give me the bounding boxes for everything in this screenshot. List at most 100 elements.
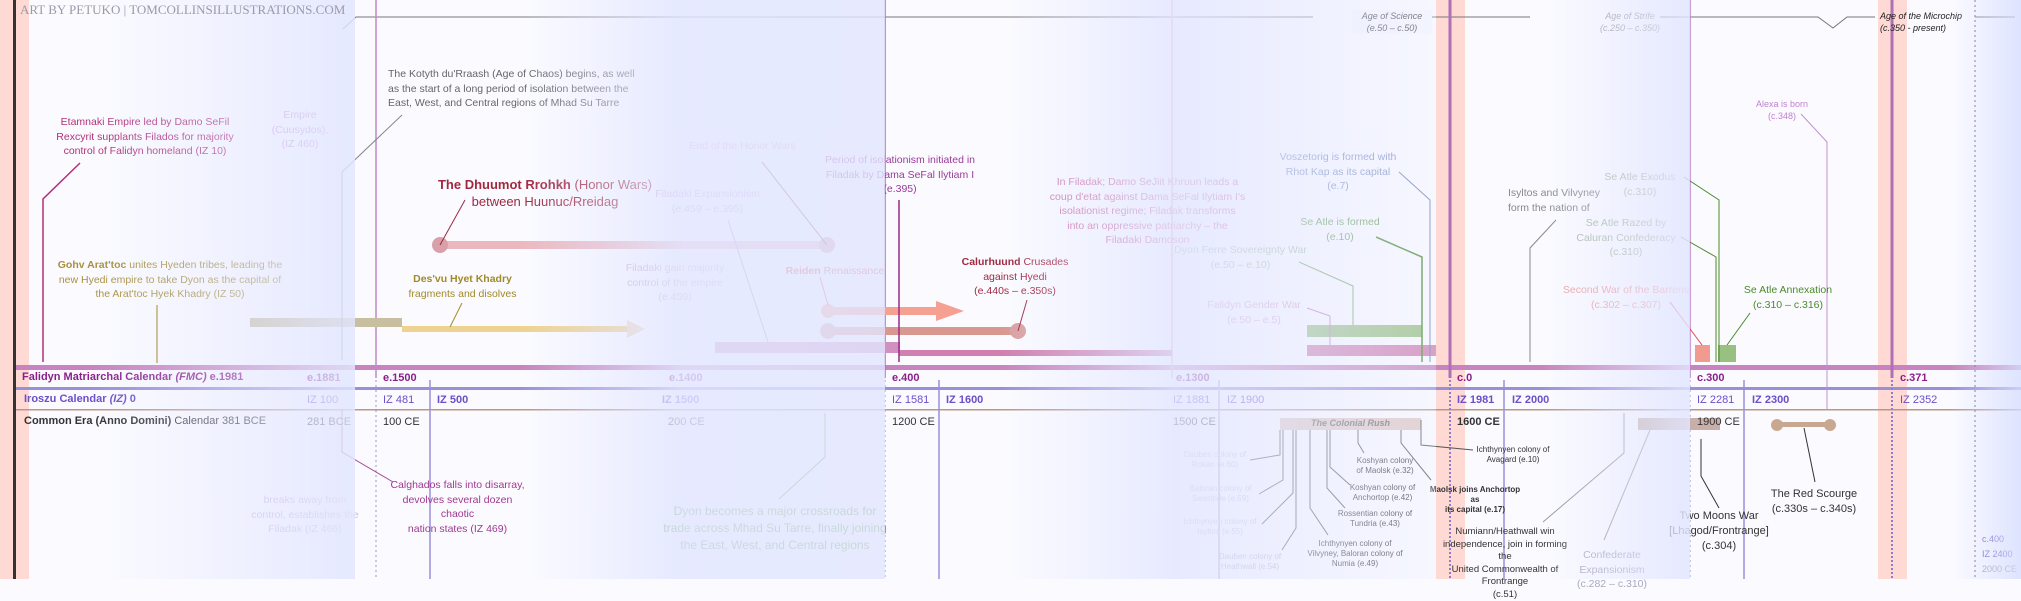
tick-iz: IZ 1500 <box>662 394 700 406</box>
gender-war-bar <box>1307 345 1436 356</box>
tick-ce: 1200 CE <box>892 416 935 428</box>
ce-line <box>16 409 2021 411</box>
dyon-ferre-bar <box>1307 325 1422 337</box>
event-dyon-crossroads: Dyon becomes a major crossroads for trad… <box>663 504 887 552</box>
fmc-abbr: (FMC) <box>175 371 207 383</box>
ce-suffix: Calendar <box>174 415 219 427</box>
leader-isyltos <box>1529 219 1557 362</box>
age-of-science: Age of Science (e.50 – c.50) <box>1352 10 1432 34</box>
event-calurhuund: Calurhuund Crusades against Hyedi (e.440… <box>960 255 1070 299</box>
event-calghados: Calghados falls into disarray, devolves … <box>390 479 525 535</box>
honor-wars-bar <box>440 241 827 249</box>
fmc-name: Falidyn Matriarchal Calendar <box>22 371 173 383</box>
leader-razed <box>1680 236 1717 362</box>
tick-fmc: e.1500 <box>383 372 417 384</box>
ce-start: 381 BCE <box>222 415 267 427</box>
filadaki-expansion-bar <box>715 342 900 353</box>
fmc-line <box>16 365 2021 370</box>
event-cuusydos: Empire (Cuusydos), (IZ 460) <box>271 109 329 150</box>
age-range: (e.50 – c.50) <box>1366 23 1418 33</box>
tick-ce: 1900 CE <box>1697 416 1740 428</box>
tick-fmc: e.1400 <box>669 372 703 384</box>
colony-rokan: Dauben colony of Rokan (e.60) <box>1183 450 1247 469</box>
red-scourge-end <box>1824 419 1836 431</box>
age-of-strife: Age of Strife (c.250 – c.350) <box>1595 10 1665 34</box>
event-colonial-rush: The Colonial Rush <box>1310 418 1390 428</box>
tick-ce: 2000 CE <box>1982 564 2018 574</box>
event-name: Calurhuund <box>961 256 1021 268</box>
event-filadaki-gain: Filadaki gain majority control of the em… <box>625 262 725 303</box>
tick-ce: 200 CE <box>668 416 705 428</box>
age-name: Age of the Microchip <box>1880 11 1963 21</box>
tick-fmc: c.0 <box>1457 372 1473 384</box>
leader-annexation <box>1726 312 1751 346</box>
event-text: Renaissance <box>820 265 885 277</box>
colony-isyltos: Ichthynyen colony of Isyltos (e.55) <box>1183 517 1257 536</box>
tick-iz: IZ 1581 <box>892 394 930 406</box>
tick-iz: IZ 2281 <box>1697 394 1735 406</box>
colony-anchortop: Koshyan colony of Anchortop (e.42) <box>1349 483 1416 502</box>
leader-reiden <box>819 276 829 306</box>
event-etamnaki: Etamnaki Empire led by Damo SeFil Rexcyr… <box>56 116 234 157</box>
ce-calendar-label: Common Era (Anno Domini) Calendar 381 BC… <box>24 415 266 427</box>
colony-vilvyney-numia: Ichthynyen colony of Vilvyney, Baloran c… <box>1307 539 1403 568</box>
event-end-honor-wars: End of the Honor Wars <box>689 140 796 152</box>
age-range: (c.250 – c.350) <box>1599 23 1661 33</box>
tick-iz: IZ 500 <box>437 394 469 406</box>
annexation-bar <box>1718 345 1736 362</box>
tick-iz: IZ 2000 <box>1512 394 1550 406</box>
filadaki-isolation-bar <box>899 350 1172 356</box>
tick-iz: IZ 2352 <box>1900 394 1938 406</box>
event-alexa-born: Alexa is born (c.348) <box>1755 99 1809 121</box>
red-scourge-start <box>1771 419 1783 431</box>
iz-line <box>16 387 2021 390</box>
event-isolationism: Period of isolationism initiated in Fila… <box>825 154 975 195</box>
event-isyltos-vilvyney: Isyltos and Vilvyney form the nation of <box>1508 187 1601 214</box>
age-range: (c.350 - present) <box>1880 23 1947 33</box>
leader-numiann <box>1542 413 1625 523</box>
leader-red-scourge <box>1803 427 1816 483</box>
tick-fmc: c.400 <box>1982 534 2005 544</box>
event-text: fragments and disolves <box>408 287 517 300</box>
colony-avagard: Ichthynyen colony of Avagard (e.10) <box>1476 445 1550 464</box>
fmc-calendar-label: Falidyn Matriarchal Calendar (FMC) e.198… <box>22 371 243 383</box>
desvu-arrow <box>627 320 645 338</box>
event-name: The Dhuumot Rrohkh <box>437 177 571 192</box>
colony-tundria: Rossentian colony of Tundria (e.43) <box>1337 509 1413 528</box>
leader-desvu <box>449 302 463 328</box>
leader-dhuumot <box>439 199 466 246</box>
event-coup: In Filadak; Damo SeJiit Khruun leads a c… <box>1049 176 1246 246</box>
tick-iz: IZ 481 <box>383 394 415 406</box>
event-gender-war: Falidyn Gender War (e.50 – e.5) <box>1207 299 1301 326</box>
tick-ce: 1600 CE <box>1457 416 1500 428</box>
red-scourge-bar <box>1777 422 1830 427</box>
leader-exodus <box>1683 176 1720 362</box>
age-name: Age of Science <box>1361 11 1423 21</box>
event-dyon-ferre: Dyon Ferre Sovereignty War (e.50 – e.10) <box>1174 244 1307 271</box>
event-second-war-barrens: Second War of the Barrens (c.302 – c.307… <box>1562 284 1690 311</box>
tick-fmc: c.371 <box>1900 372 1928 384</box>
reiden-arrow <box>936 301 964 321</box>
age-name: Age of Strife <box>1605 11 1655 21</box>
event-filadaki-expansionism: Filadaki Expansionism (e.459 – e.395) <box>655 188 760 215</box>
event-voszetorig: Voszetorig is formed with Rhot Kap as it… <box>1279 151 1397 192</box>
tick-iz: IZ 1881 <box>1173 394 1211 406</box>
leader-alexa <box>1800 113 1828 410</box>
iz-abbr: (IZ) <box>109 393 127 405</box>
event-dhuumot: The Dhuumot Rrohkh (Honor Wars) between … <box>430 176 660 210</box>
colony-maolsk: Koshyan colony of Maolsk (e.32) <box>1356 456 1414 475</box>
colony-maolsk-capital: Maolsk joins Anchortop as its capital (e… <box>1429 485 1521 514</box>
event-gohv: Gohv Arat'toc unites Hyeden tribes, lead… <box>45 258 295 302</box>
reiden-start <box>821 304 835 318</box>
colony-seastride: Baloran colony of Seastride (e.59) <box>1189 484 1252 503</box>
leader-dyon-cross <box>778 413 826 500</box>
event-se-atle-annexation: Se Atle Annexation (c.310 – c.316) <box>1743 284 1833 311</box>
tick-fmc: e.1881 <box>307 372 341 384</box>
watermark: ART BY PETUKO | TOMCOLLINSILLUSTRATIONS.… <box>20 2 346 17</box>
ce-name: Common Era (Anno Domini) <box>24 415 172 427</box>
tick-iz: IZ 2400 <box>1982 549 2013 559</box>
event-red-scourge: The Red Scourge (c.330s – c.340s) <box>1770 488 1858 515</box>
leader-seatle <box>1375 236 1423 362</box>
tick-iz: IZ 1981 <box>1457 394 1495 406</box>
event-se-atle-formed: Se Atle is formed (e.10) <box>1300 216 1380 243</box>
